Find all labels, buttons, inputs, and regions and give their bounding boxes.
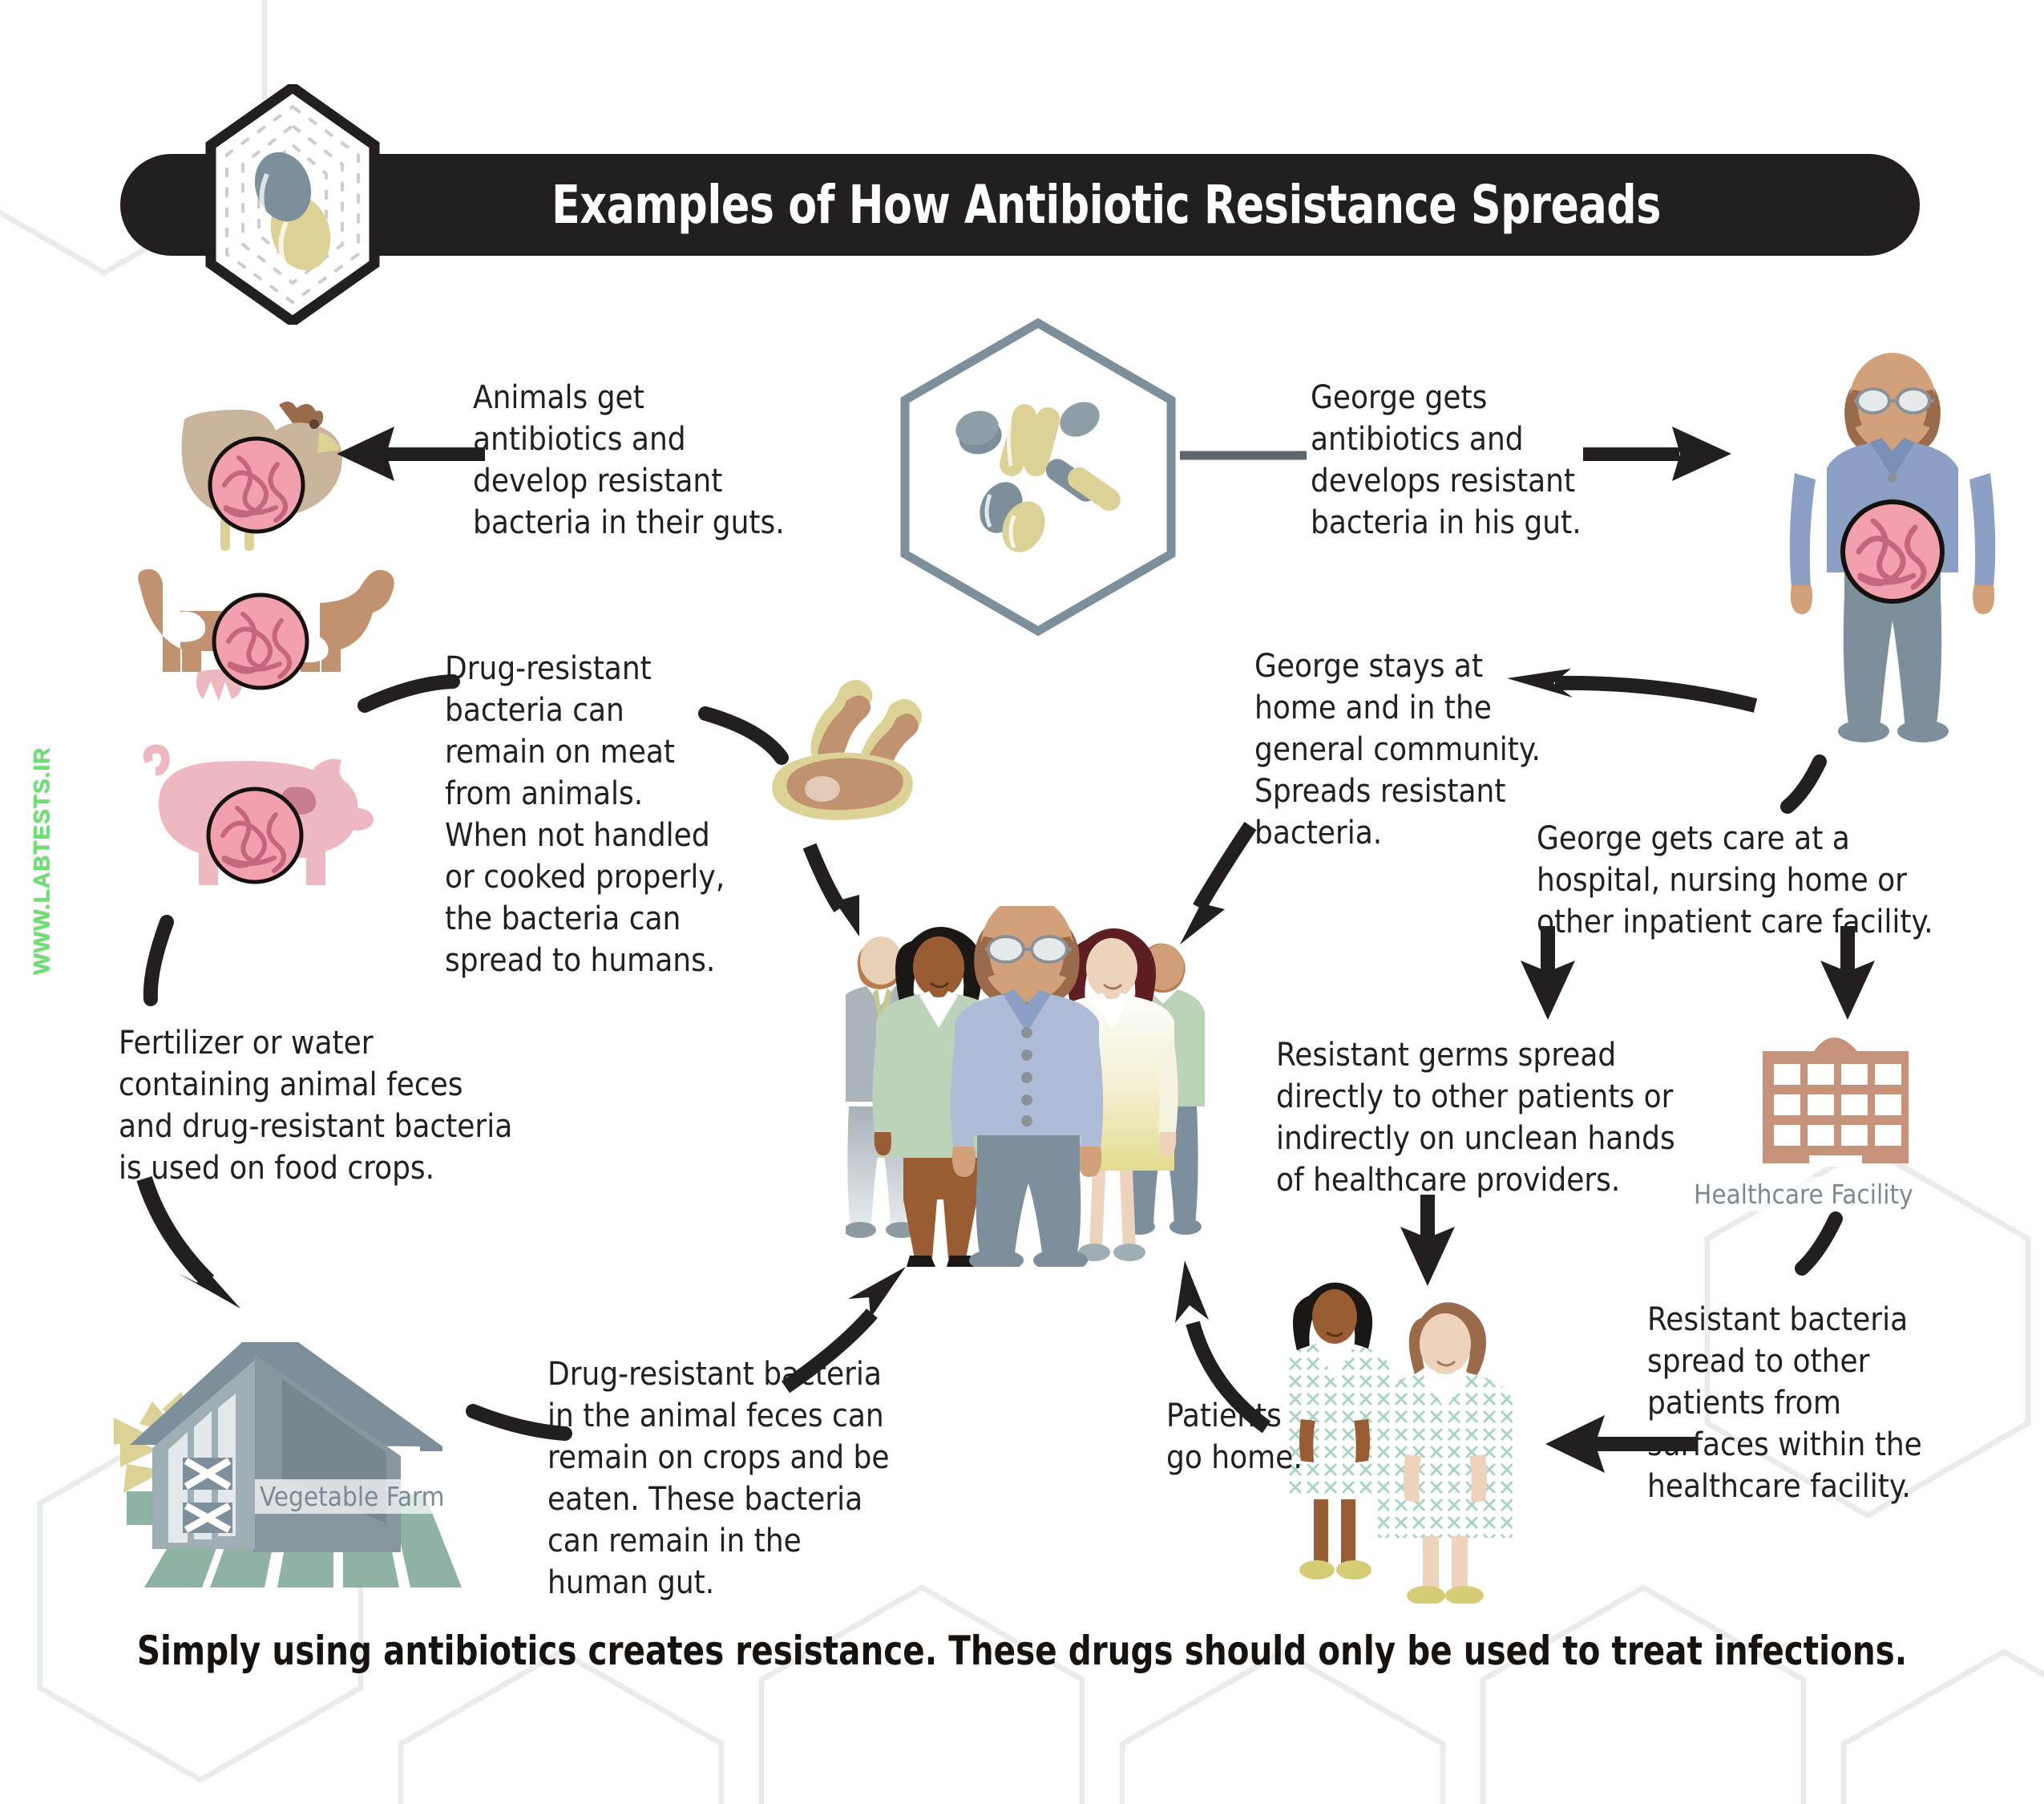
step-germs-spread: Resistant germs spread directly to other…: [1276, 1037, 1675, 1199]
step-fertilizer: Fertilizer or water containing animal fe…: [119, 1025, 513, 1187]
chicken-icon: [181, 401, 342, 551]
page-title: Examples of How Antibiotic Resistance Sp…: [551, 174, 1661, 236]
community-people-icon: [846, 906, 1205, 1267]
header-bar: [120, 154, 1920, 256]
cow-icon: [138, 568, 394, 701]
step-meat: Drug-resistant bacteria can remain on me…: [445, 650, 725, 979]
step-george-home: George stays at home and in the general …: [1254, 648, 1541, 851]
barn-vegetable-farm-icon: [114, 1342, 462, 1588]
step-george-gets-antibiotics: George gets antibiotics and develops res…: [1311, 379, 1581, 541]
step-surfaces: Resistant bacteria spread to other patie…: [1647, 1301, 1922, 1505]
healthcare-facility-label: Healthcare Facility: [1689, 1177, 1918, 1211]
step-george-care: George gets care at a hospital, nursing …: [1537, 820, 1933, 940]
pig-icon: [143, 744, 374, 885]
site-watermark: WWW.LABTESTS.IR: [29, 746, 54, 975]
step-animals-get-antibiotics: Animals get antibiotics and develop resi…: [473, 379, 785, 541]
george-man-icon: [1789, 353, 1996, 742]
footer-message: Simply using antibiotics creates resista…: [136, 1628, 1908, 1674]
step-patients-go-home: Patients go home.: [1166, 1397, 1303, 1476]
patients-in-gowns-icon: [1287, 1282, 1513, 1604]
header-pill-hex-icon: [205, 84, 380, 325]
vegetable-farm-label: Vegetable Farm: [255, 1479, 450, 1514]
hospital-building-icon: [1763, 1038, 1909, 1167]
antibiotic-pills-hexagon-icon: [900, 318, 1176, 637]
step-crops: Drug-resistant bacteria in the animal fe…: [547, 1356, 890, 1601]
meat-cuts-icon: [772, 679, 923, 820]
